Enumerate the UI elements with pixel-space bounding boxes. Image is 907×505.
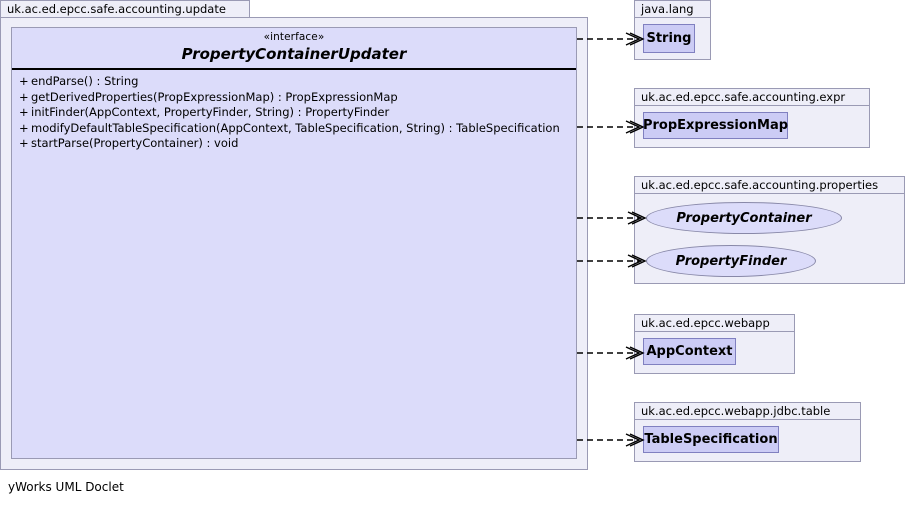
package-label-webapp: uk.ac.ed.epcc.webapp <box>634 314 795 332</box>
class-box-property-container-updater[interactable]: «interface» PropertyContainerUpdater +en… <box>11 27 577 459</box>
package-accounting-expr: uk.ac.ed.epcc.safe.accounting.expr PropE… <box>634 88 870 148</box>
footer-credit: yWorks UML Doclet <box>8 480 124 494</box>
interface-node-property-container[interactable]: PropertyContainer <box>646 202 842 234</box>
class-member: +modifyDefaultTableSpecification(AppCont… <box>12 121 576 137</box>
class-node-prop-expression-map[interactable]: PropExpressionMap <box>643 112 788 139</box>
member-visibility: + <box>19 74 29 88</box>
class-node-string[interactable]: String <box>643 24 695 53</box>
member-signature: modifyDefaultTableSpecification(AppConte… <box>31 120 560 135</box>
class-member: +startParse(PropertyContainer) : void <box>12 136 576 152</box>
member-visibility: + <box>19 136 29 150</box>
member-signature: endParse() : String <box>31 74 139 88</box>
package-label-accounting-properties: uk.ac.ed.epcc.safe.accounting.properties <box>634 176 905 194</box>
package-label-accounting-expr: uk.ac.ed.epcc.safe.accounting.expr <box>634 88 870 106</box>
interface-node-property-finder[interactable]: PropertyFinder <box>646 245 816 277</box>
class-name: PropertyContainerUpdater <box>181 45 407 63</box>
package-webapp-jdbc-table: uk.ac.ed.epcc.webapp.jdbc.table TableSpe… <box>634 402 861 462</box>
package-webapp: uk.ac.ed.epcc.webapp AppContext <box>634 314 795 374</box>
class-member: +endParse() : String <box>12 74 576 90</box>
package-label-accounting-update: uk.ac.ed.epcc.safe.accounting.update <box>0 0 250 18</box>
class-header: «interface» PropertyContainerUpdater <box>12 28 576 70</box>
member-signature: startParse(PropertyContainer) : void <box>31 136 239 150</box>
class-node-table-specification[interactable]: TableSpecification <box>643 426 779 453</box>
package-accounting-properties: uk.ac.ed.epcc.safe.accounting.properties… <box>634 176 905 284</box>
package-accounting-update: uk.ac.ed.epcc.safe.accounting.update «in… <box>0 0 588 470</box>
package-label-java-lang: java.lang <box>634 0 711 18</box>
member-visibility: + <box>19 105 29 119</box>
class-member: +initFinder(AppContext, PropertyFinder, … <box>12 105 576 121</box>
member-visibility: + <box>19 120 29 135</box>
class-node-app-context[interactable]: AppContext <box>643 338 736 365</box>
member-visibility: + <box>19 89 29 104</box>
package-label-webapp-jdbc-table: uk.ac.ed.epcc.webapp.jdbc.table <box>634 402 861 420</box>
member-signature: getDerivedProperties(PropExpressionMap) … <box>31 89 398 104</box>
package-java-lang: java.lang String <box>634 0 711 60</box>
class-member-list: +endParse() : String +getDerivedProperti… <box>12 70 576 152</box>
member-signature: initFinder(AppContext, PropertyFinder, S… <box>31 105 390 119</box>
class-member: +getDerivedProperties(PropExpressionMap)… <box>12 90 576 106</box>
class-stereotype: «interface» <box>263 31 325 43</box>
